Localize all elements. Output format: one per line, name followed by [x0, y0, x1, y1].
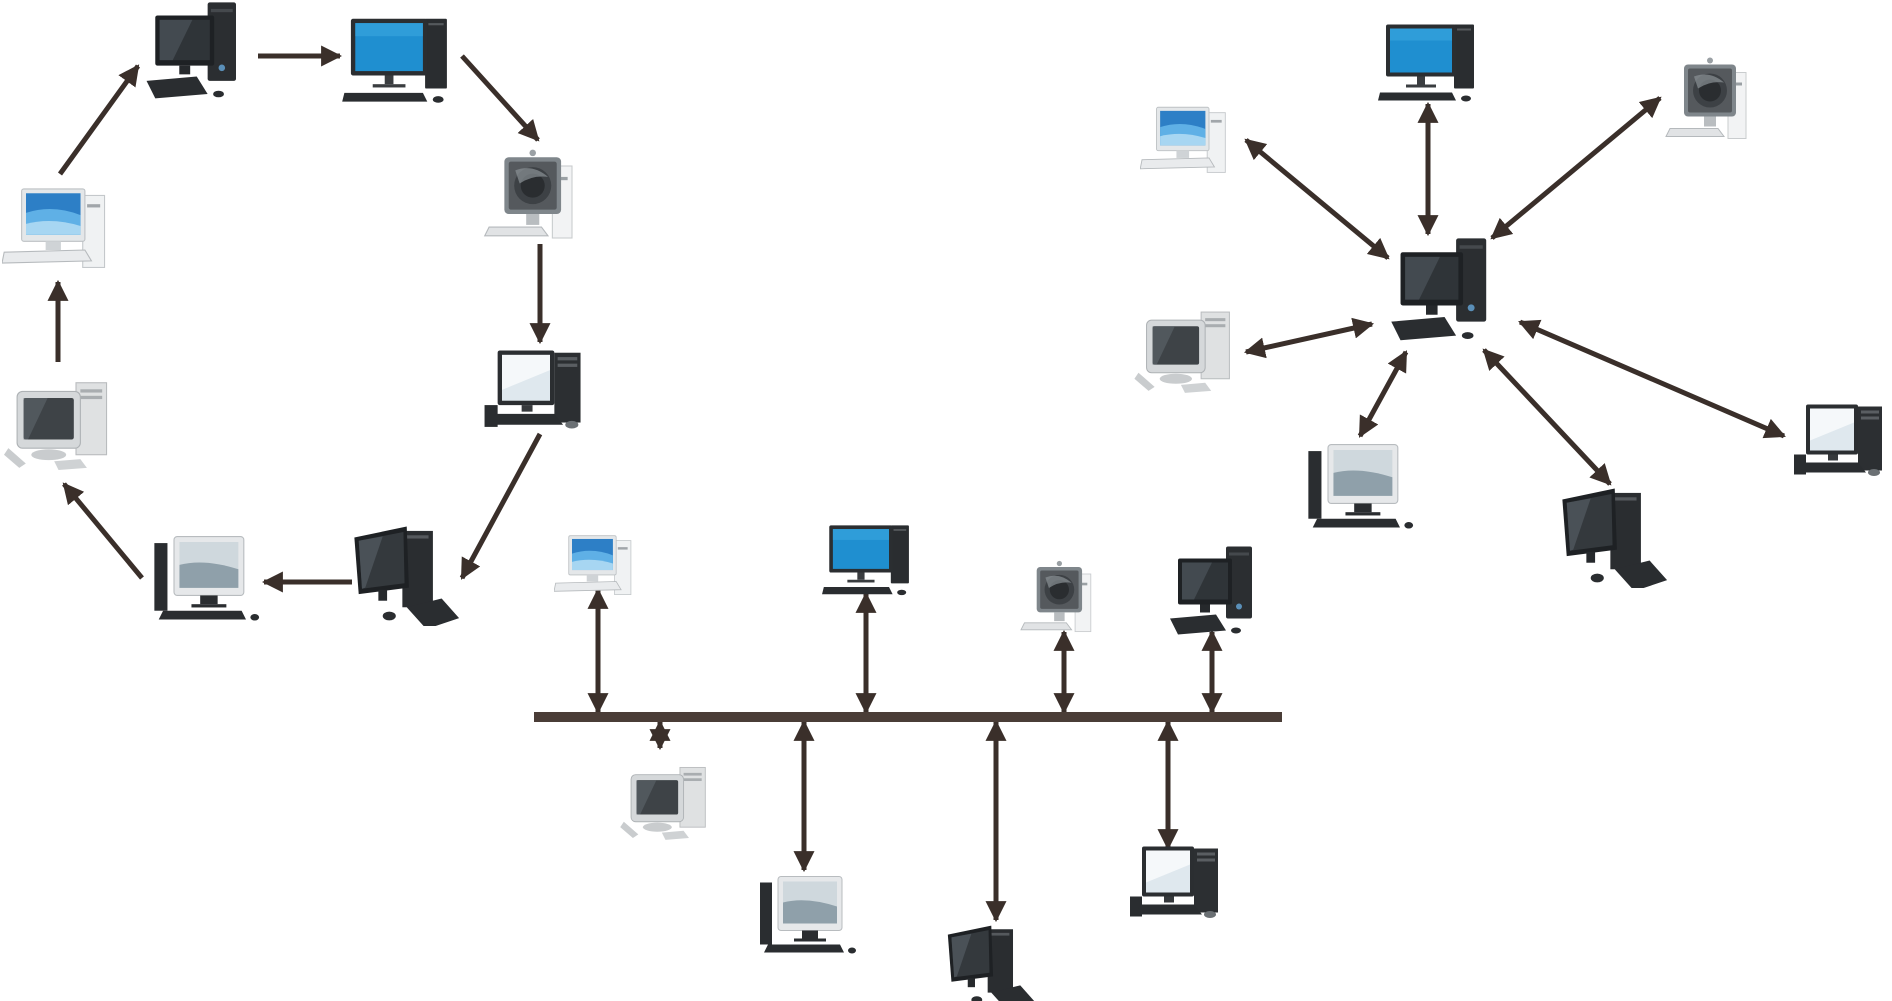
star-hub-computer-icon	[1391, 238, 1487, 341]
ring-7-computer-icon	[4, 382, 108, 471]
star-arrow-3	[1490, 96, 1662, 240]
ring-arrow-6	[62, 482, 144, 580]
bus-t3-computer-icon	[1020, 560, 1092, 633]
star-7-computer-icon	[1794, 404, 1882, 476]
ring-5-computer-icon	[354, 526, 460, 626]
star-6-computer-icon	[1562, 488, 1668, 588]
star-arrow-1	[1244, 138, 1390, 260]
connection-arrows	[47, 45, 1786, 923]
ring-6-computer-icon	[153, 535, 260, 622]
star-arrow-5	[1357, 350, 1409, 438]
bus-t4-computer-icon	[1170, 546, 1252, 635]
ring-arrow-2	[460, 54, 540, 142]
star-3-computer-icon	[1665, 56, 1747, 140]
ring-1-computer-icon	[146, 2, 236, 99]
ring-4-computer-icon	[484, 350, 581, 429]
star-arrow-4	[1243, 317, 1375, 359]
ring-2-computer-icon	[342, 18, 447, 103]
bus-b3-computer-icon	[947, 925, 1035, 1001]
bus-t1-computer-icon	[554, 535, 632, 596]
bus-t2-computer-icon	[822, 525, 909, 596]
star-arrow-7	[1518, 319, 1786, 439]
ring-3-computer-icon	[484, 149, 573, 239]
ring-arrow-4	[459, 432, 543, 580]
star-arrow-6	[1482, 348, 1612, 486]
star-4-computer-icon	[1134, 311, 1230, 394]
star-5-computer-icon	[1307, 443, 1414, 530]
bus-b1-computer-icon	[620, 766, 706, 841]
star-1-computer-icon	[1140, 106, 1226, 173]
bus-b4-computer-icon	[1130, 846, 1218, 918]
ring-arrow-8	[57, 64, 141, 176]
star-2-computer-icon	[1378, 24, 1474, 102]
bus-b2-computer-icon	[759, 875, 857, 955]
ring-8-computer-icon	[2, 188, 106, 269]
